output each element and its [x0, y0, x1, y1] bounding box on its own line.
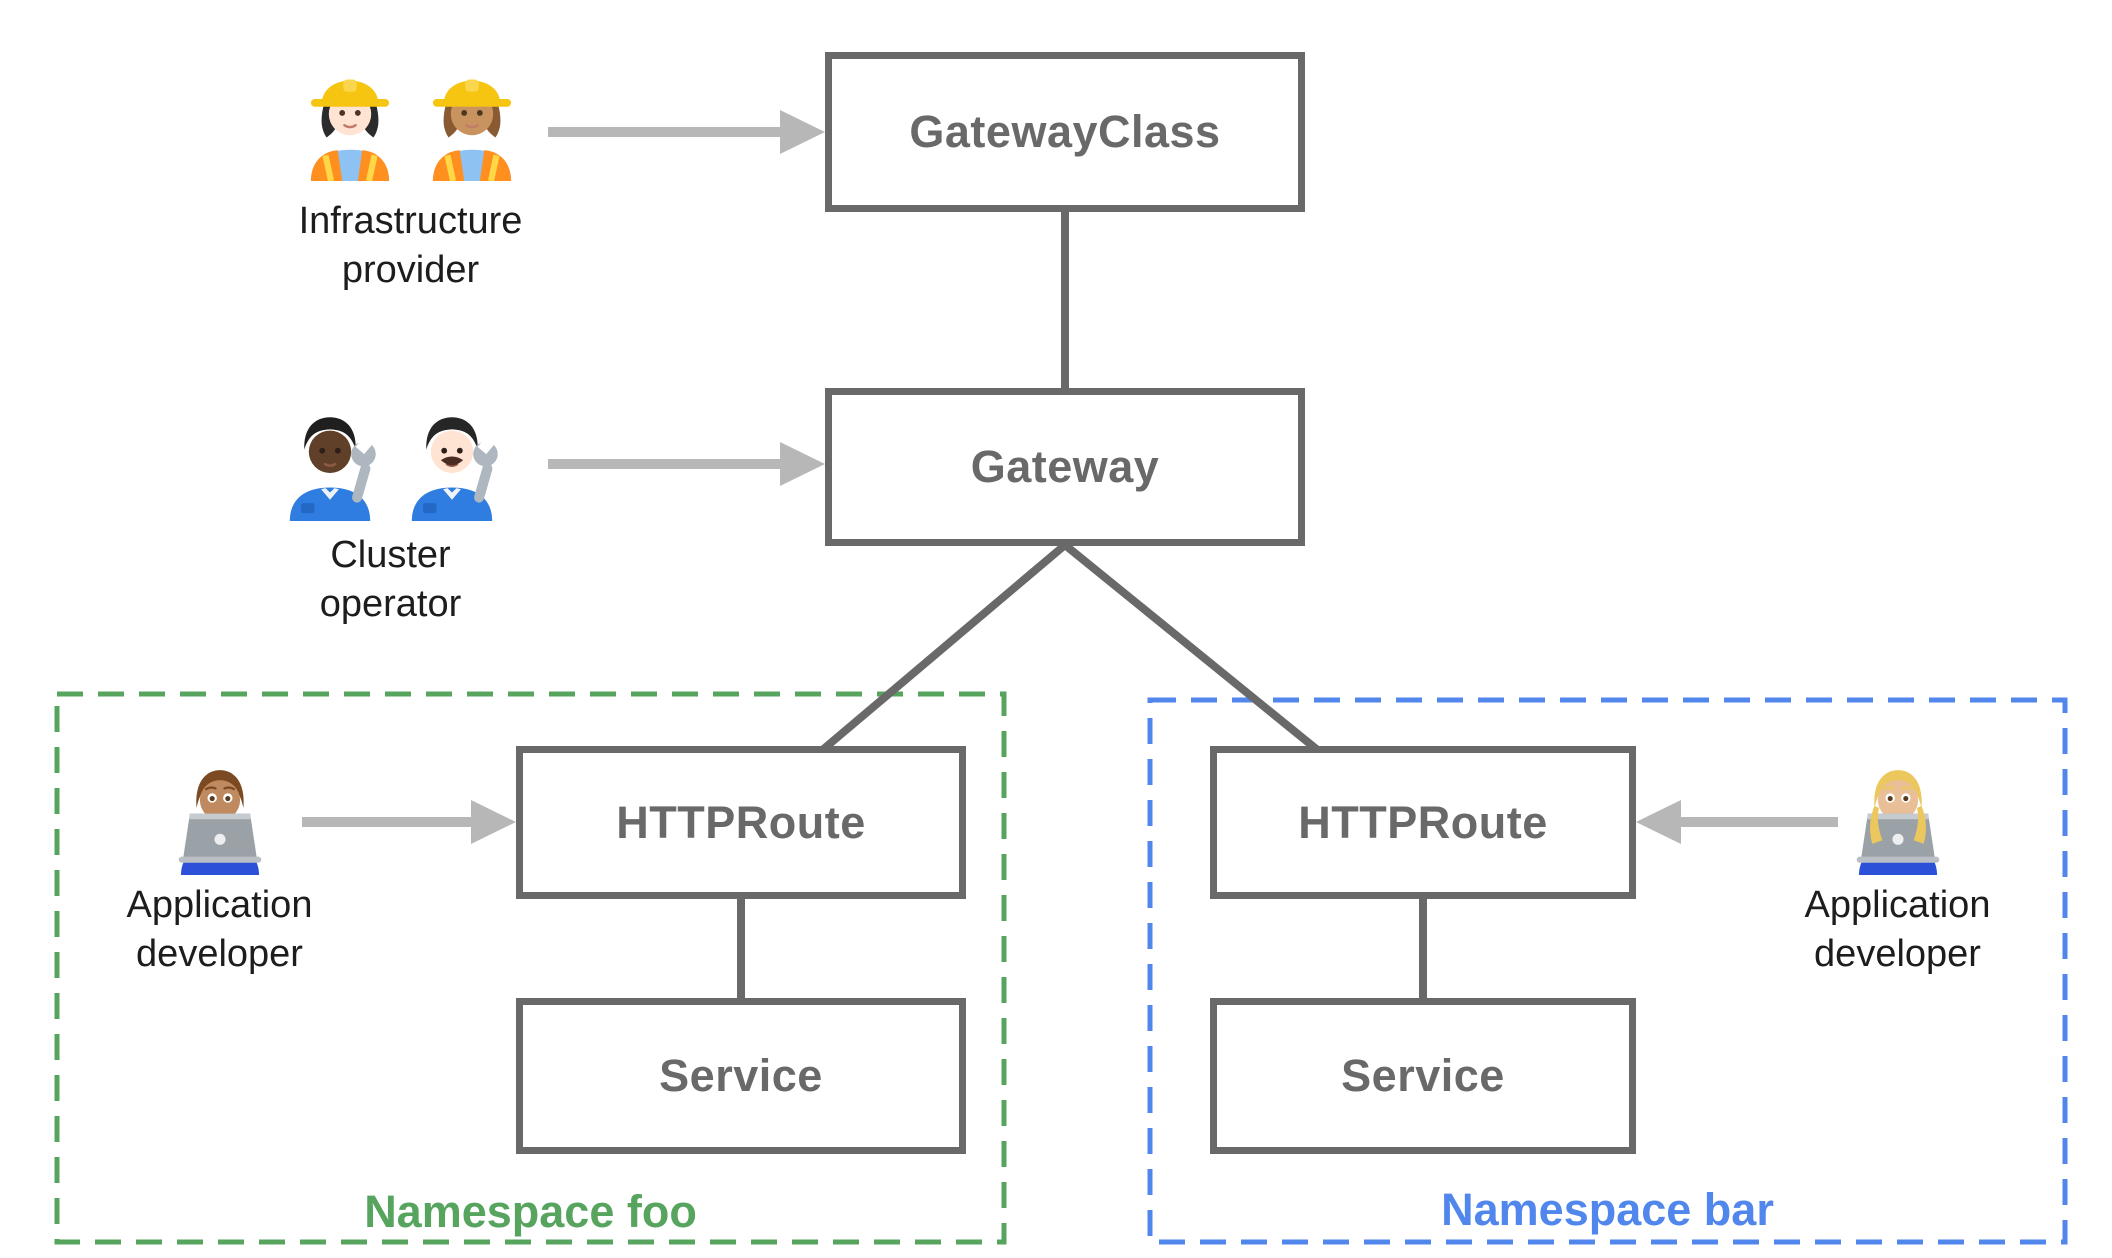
persona-cluster-label-line1: Cluster	[330, 534, 451, 576]
node-httproute-bar-label: HTTPRoute	[1298, 796, 1548, 848]
node-gateway-label: Gateway	[970, 441, 1160, 492]
node-service-namespace-foo: Service	[516, 998, 966, 1154]
namespace-foo-label: Namespace foo	[364, 1186, 697, 1237]
persona-cluster-icons	[148, 396, 633, 521]
node-service-namespace-bar: Service	[1210, 998, 1636, 1154]
man-technologist-icon	[164, 750, 276, 875]
man-mechanic-light-icon	[396, 396, 508, 521]
persona-dev-foo-label: Application developer	[62, 881, 377, 979]
node-service-bar-label: Service	[1341, 1050, 1505, 1101]
persona-infrastructure-icons	[168, 56, 653, 181]
woman-construction-worker-light-icon	[294, 56, 406, 181]
persona-infrastructure-provider: Infrastructure provider	[168, 56, 653, 295]
persona-cluster-label: Cluster operator	[148, 531, 633, 629]
arrow-infrastructure-provider	[548, 110, 825, 154]
node-httproute-namespace-bar: HTTPRoute	[1210, 746, 1636, 899]
edge-gateway-httproute-bar	[1062, 541, 1323, 756]
node-gateway: Gateway	[825, 388, 1305, 546]
namespace-foo-border	[54, 691, 1007, 1245]
persona-infrastructure-label: Infrastructure provider	[168, 197, 653, 295]
node-gatewayclass-label: GatewayClass	[909, 106, 1221, 157]
persona-cluster-operator: Cluster operator	[148, 396, 633, 629]
node-gatewayclass: GatewayClass	[825, 52, 1305, 212]
namespace-bar-border	[1147, 697, 2068, 1245]
namespace-bar-label: Namespace bar	[1441, 1184, 1774, 1235]
arrow-cluster-operator	[548, 442, 825, 486]
persona-dev-bar-icons	[1740, 750, 2055, 875]
persona-app-developer-foo: Application developer	[62, 750, 377, 979]
node-httproute-namespace-foo: HTTPRoute	[516, 746, 966, 899]
persona-infrastructure-label-line1: Infrastructure	[298, 200, 523, 242]
persona-dev-foo-label-line2: developer	[136, 933, 303, 975]
persona-cluster-label-line2: operator	[319, 583, 462, 625]
woman-construction-worker-medium-icon	[416, 56, 528, 181]
arrow-app-developer-bar	[1636, 800, 1838, 844]
persona-dev-bar-label: Application developer	[1740, 881, 2055, 979]
persona-dev-foo-icons	[62, 750, 377, 875]
edge-gateway-httproute-foo	[817, 541, 1068, 756]
persona-app-developer-bar: Application developer	[1740, 750, 2055, 979]
node-service-foo-label: Service	[659, 1050, 823, 1101]
node-httproute-foo-label: HTTPRoute	[616, 796, 866, 848]
mechanic-dark-icon	[274, 396, 386, 521]
persona-dev-bar-label-line1: Application	[1804, 884, 1991, 926]
persona-dev-bar-label-line2: developer	[1814, 933, 1981, 975]
persona-infrastructure-label-line2: provider	[341, 249, 480, 291]
arrow-app-developer-foo	[302, 800, 516, 844]
woman-technologist-icon	[1842, 750, 1954, 875]
persona-dev-foo-label-line1: Application	[126, 884, 313, 926]
